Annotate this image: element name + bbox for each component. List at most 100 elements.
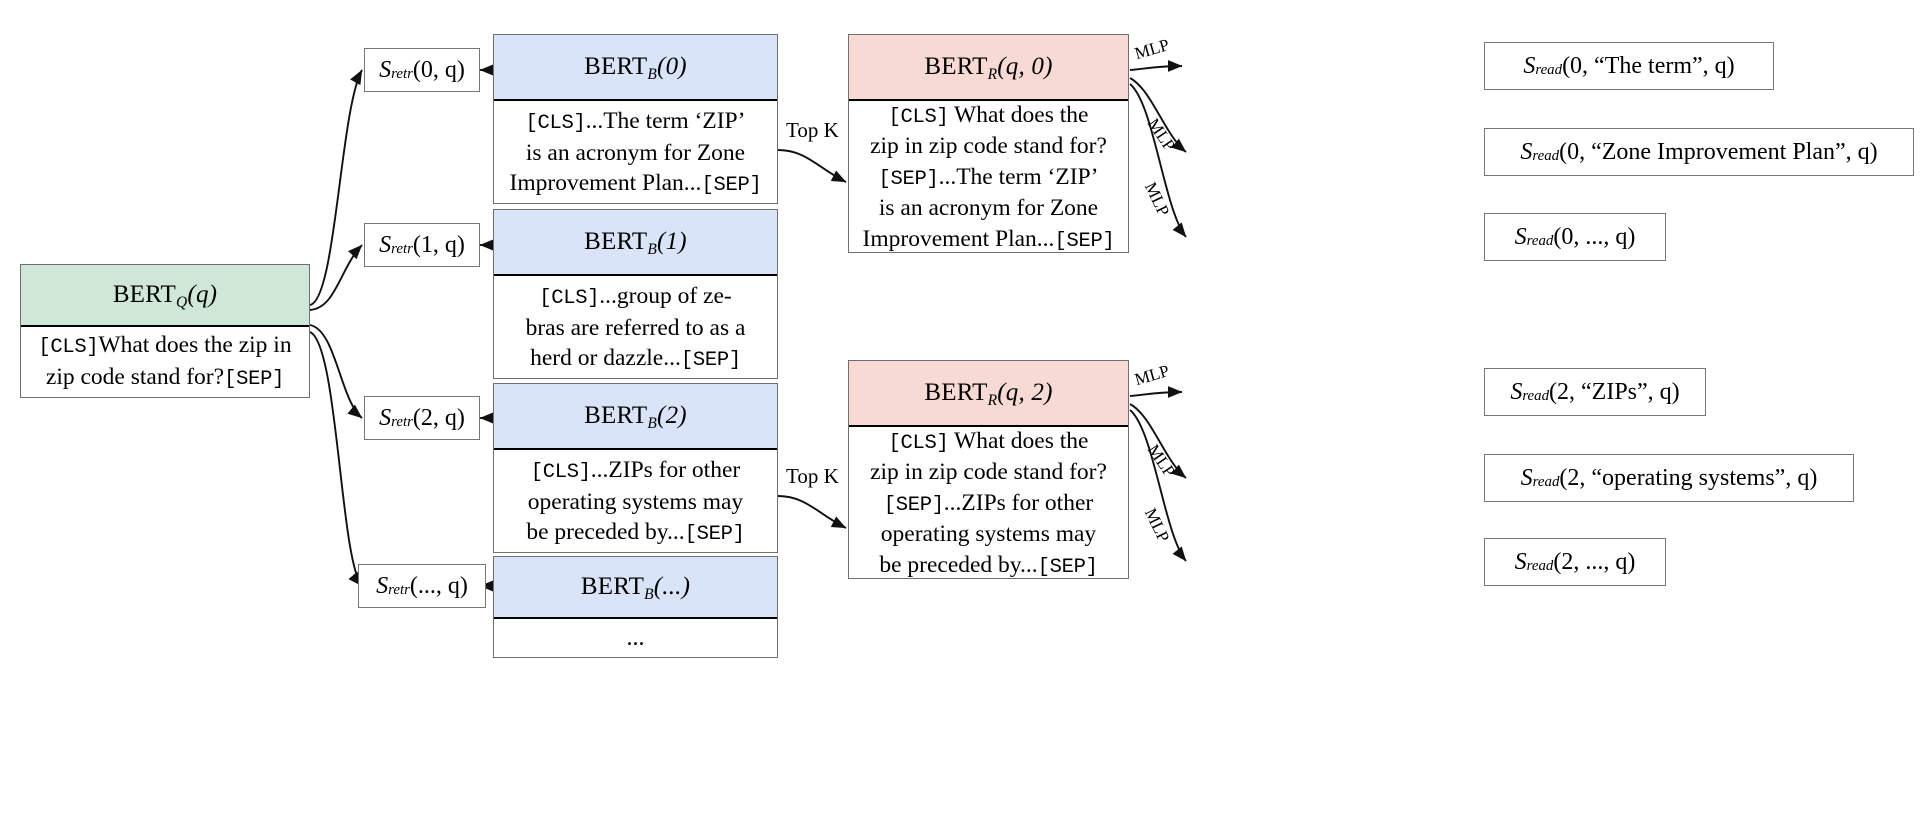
passage-line: ...The term ‘ZIP’ [585, 108, 746, 135]
reader-query-line: zip in zip code stand for? [870, 459, 1107, 486]
passage-encoder-label-0: BERTB(0) [584, 53, 687, 83]
score-subscript: read [1532, 474, 1560, 491]
score-subscript: read [1535, 62, 1563, 79]
sep-token: [SEP] [680, 349, 741, 373]
mlp-label-0b: MLP [1143, 114, 1180, 155]
passage-encoder-header-0: BERTB(0) [494, 35, 777, 101]
score-arg: (2, “ZIPs”, q) [1549, 378, 1680, 405]
cls-token: [CLS] [888, 431, 949, 455]
passage-line: bras are referred to as a [525, 314, 746, 341]
score-symbol: S [1510, 378, 1523, 405]
passage-encoder-box-1: BERTB(1) [CLS]...group of ze- bras are r… [493, 209, 778, 379]
passage-encoder-header-rest: BERTB(...) [494, 557, 777, 619]
score-subscript: retr [391, 241, 413, 258]
passage-encoder-box-rest: BERTB(...) ... [493, 556, 778, 658]
score-symbol: S [1514, 548, 1527, 575]
passage-text-rest: ... [494, 619, 777, 659]
score-symbol: S [1520, 464, 1533, 491]
passage-line: is an acronym for Zone [525, 139, 746, 166]
sep-token: [SEP] [1037, 555, 1098, 579]
reader-text-1: [CLS] What does the zip in zip code stan… [849, 427, 1128, 580]
reader-box-0: BERTR(q, 0) [CLS] What does the zip in z… [848, 34, 1129, 253]
score-subscript: read [1532, 148, 1560, 165]
reader-passage-line: operating systems may [880, 521, 1097, 548]
reader-header-0: BERTR(q, 0) [849, 35, 1128, 101]
sep-token: [SEP] [1054, 229, 1115, 253]
topk-label-top: Top K [786, 118, 839, 142]
reader-label-1: BERTR(q, 2) [924, 379, 1053, 409]
score-symbol: S [1523, 52, 1536, 79]
score-arg: (2, q) [412, 404, 465, 431]
score-arg: (0, “The term”, q) [1562, 52, 1735, 79]
score-subscript: retr [388, 582, 410, 599]
passage-encoder-header-2: BERTB(2) [494, 384, 777, 450]
score-arg: (0, “Zone Improvement Plan”, q) [1559, 138, 1878, 165]
reader-box-1: BERTR(q, 2) [CLS] What does the zip in z… [848, 360, 1129, 579]
mlp-label-1a: MLP [1132, 361, 1172, 390]
reader-passage-line: ...ZIPs for other [943, 489, 1094, 516]
sep-token: [SEP] [224, 368, 285, 391]
score-arg: (2, ..., q) [1553, 548, 1636, 575]
reader-passage-line: is an acronym for Zone [878, 195, 1099, 222]
passage-line: operating systems may [527, 488, 744, 515]
score-arg: (1, q) [412, 231, 465, 258]
passage-encoder-box-2: BERTB(2) [CLS]...ZIPs for other operatin… [493, 383, 778, 553]
passage-encoder-header-1: BERTB(1) [494, 210, 777, 276]
sep-token: [SEP] [883, 493, 944, 517]
score-symbol: S [1520, 138, 1533, 165]
reader-query-line: zip in zip code stand for? [870, 133, 1107, 160]
score-subscript: retr [391, 66, 413, 83]
passage-line: ... [626, 625, 645, 652]
passage-encoder-label-2: BERTB(2) [584, 402, 687, 432]
passage-text-0: [CLS]...The term ‘ZIP’ is an acronym for… [494, 101, 777, 205]
score-symbol: S [379, 404, 392, 431]
cls-token: [CLS] [525, 112, 586, 136]
sep-token: [SEP] [684, 523, 745, 547]
score-symbol: S [1514, 223, 1527, 250]
score-subscript: read [1526, 558, 1554, 575]
passage-text-1: [CLS]...group of ze- bras are referred t… [494, 276, 777, 380]
score-arg: (..., q) [409, 572, 468, 599]
reader-label-0: BERTR(q, 0) [924, 53, 1053, 83]
cls-token: [CLS] [38, 336, 99, 360]
query-encoder-label: BERTQ(q) [112, 281, 218, 311]
passage-line: ...ZIPs for other [590, 457, 741, 484]
reader-query-line: What does the [954, 101, 1089, 128]
passage-text-2: [CLS]...ZIPs for other operating systems… [494, 450, 777, 554]
query-encoder-header: BERTQ(q) [21, 265, 309, 327]
score-symbol: S [379, 231, 392, 258]
query-encoder-box: BERTQ(q) [CLS]What does the zip in zip c… [20, 264, 310, 398]
passage-encoder-box-0: BERTB(0) [CLS]...The term ‘ZIP’ is an ac… [493, 34, 778, 204]
score-subscript: read [1526, 233, 1554, 250]
query-text: [CLS]What does the zip in zip code stand… [21, 327, 309, 397]
passage-encoder-label-1: BERTB(1) [584, 228, 687, 258]
reader-query-line: What does the [954, 427, 1089, 454]
score-symbol: S [379, 56, 392, 83]
reader-passage-line: ...The term ‘ZIP’ [938, 163, 1099, 190]
cls-token: [CLS] [539, 287, 600, 311]
cls-token: [CLS] [530, 461, 591, 485]
reader-text-0: [CLS] What does the zip in zip code stan… [849, 101, 1128, 254]
score-symbol: S [376, 572, 389, 599]
reader-passage-line: Improvement Plan... [862, 225, 1055, 252]
sep-token: [SEP] [878, 167, 939, 191]
passage-line: be preceded by... [526, 519, 685, 546]
score-arg: (2, “operating systems”, q) [1559, 464, 1818, 491]
passage-encoder-label-rest: BERTB(...) [580, 573, 691, 603]
reader-passage-line: be preceded by... [879, 551, 1038, 578]
passage-line: Improvement Plan... [509, 170, 702, 197]
query-line-1: What does the zip in [98, 332, 292, 359]
query-line-2: zip code stand for? [45, 364, 225, 390]
mlp-label-1c: MLP [1140, 505, 1174, 545]
score-arg: (0, q) [412, 56, 465, 83]
score-subscript: retr [391, 414, 413, 431]
